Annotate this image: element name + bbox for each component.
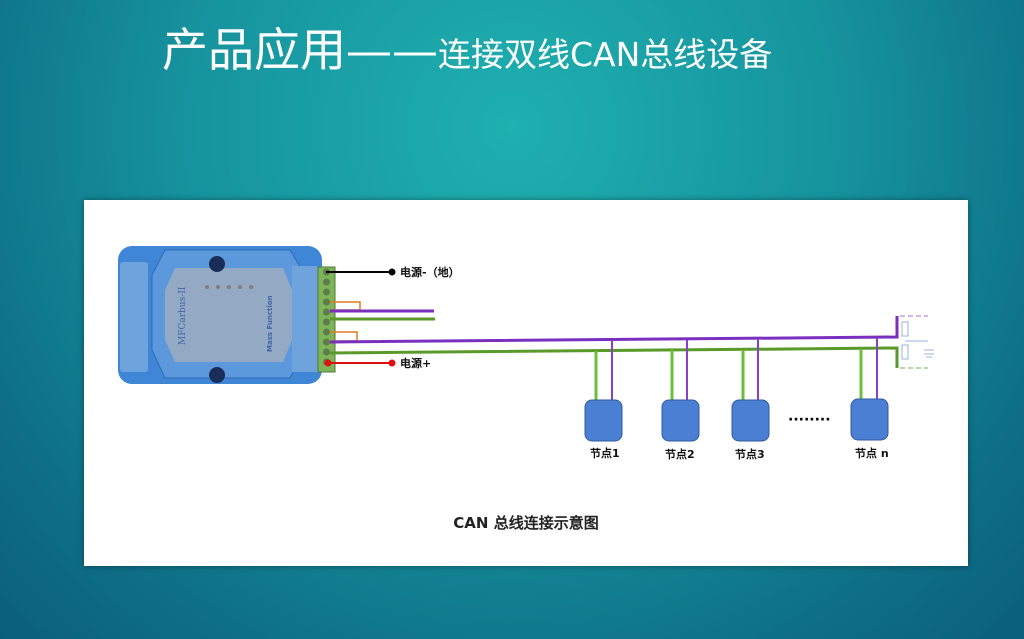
power-negative-label: 电源-（地） bbox=[400, 265, 460, 279]
can-bus-diagram: MFCarbus-II Mass Function 节点1 节点2 节点3 节点… bbox=[118, 246, 934, 461]
node-n-label: 节点 n bbox=[855, 446, 889, 460]
terminal-screw bbox=[323, 328, 330, 336]
node-n-box bbox=[850, 398, 889, 441]
node-3-box bbox=[731, 399, 770, 442]
device-sublabel: Mass Function bbox=[266, 295, 274, 352]
node-1-label: 节点1 bbox=[590, 446, 620, 460]
device-label: MFCarbus-II bbox=[178, 286, 188, 345]
terminal-screw bbox=[323, 278, 330, 286]
title-main: 产品应用—— bbox=[162, 23, 438, 77]
power-positive-label: 电源+ bbox=[400, 356, 431, 370]
terminal-screw bbox=[323, 308, 330, 316]
node-2-label: 节点2 bbox=[665, 447, 695, 461]
ellipsis: ········ bbox=[788, 412, 831, 428]
terminal-screw bbox=[323, 288, 330, 296]
node-3-label: 节点3 bbox=[735, 447, 765, 461]
diagram-panel: MFCarbus-II Mass Function 节点1 节点2 节点3 节点… bbox=[84, 200, 968, 566]
title-sub: 连接双线CAN总线设备 bbox=[438, 35, 773, 74]
node-1-box bbox=[584, 399, 623, 442]
node-2-box bbox=[661, 399, 700, 442]
diagram-caption: CAN 总线连接示意图 bbox=[453, 514, 599, 532]
terminal-screw bbox=[323, 318, 330, 326]
converter-device: MFCarbus-II Mass Function bbox=[118, 246, 336, 384]
slide-title: 产品应用——连接双线CAN总线设备 bbox=[162, 14, 772, 80]
terminal-screw bbox=[323, 338, 330, 346]
terminal-screw bbox=[323, 298, 330, 306]
terminal-screw bbox=[323, 348, 330, 356]
